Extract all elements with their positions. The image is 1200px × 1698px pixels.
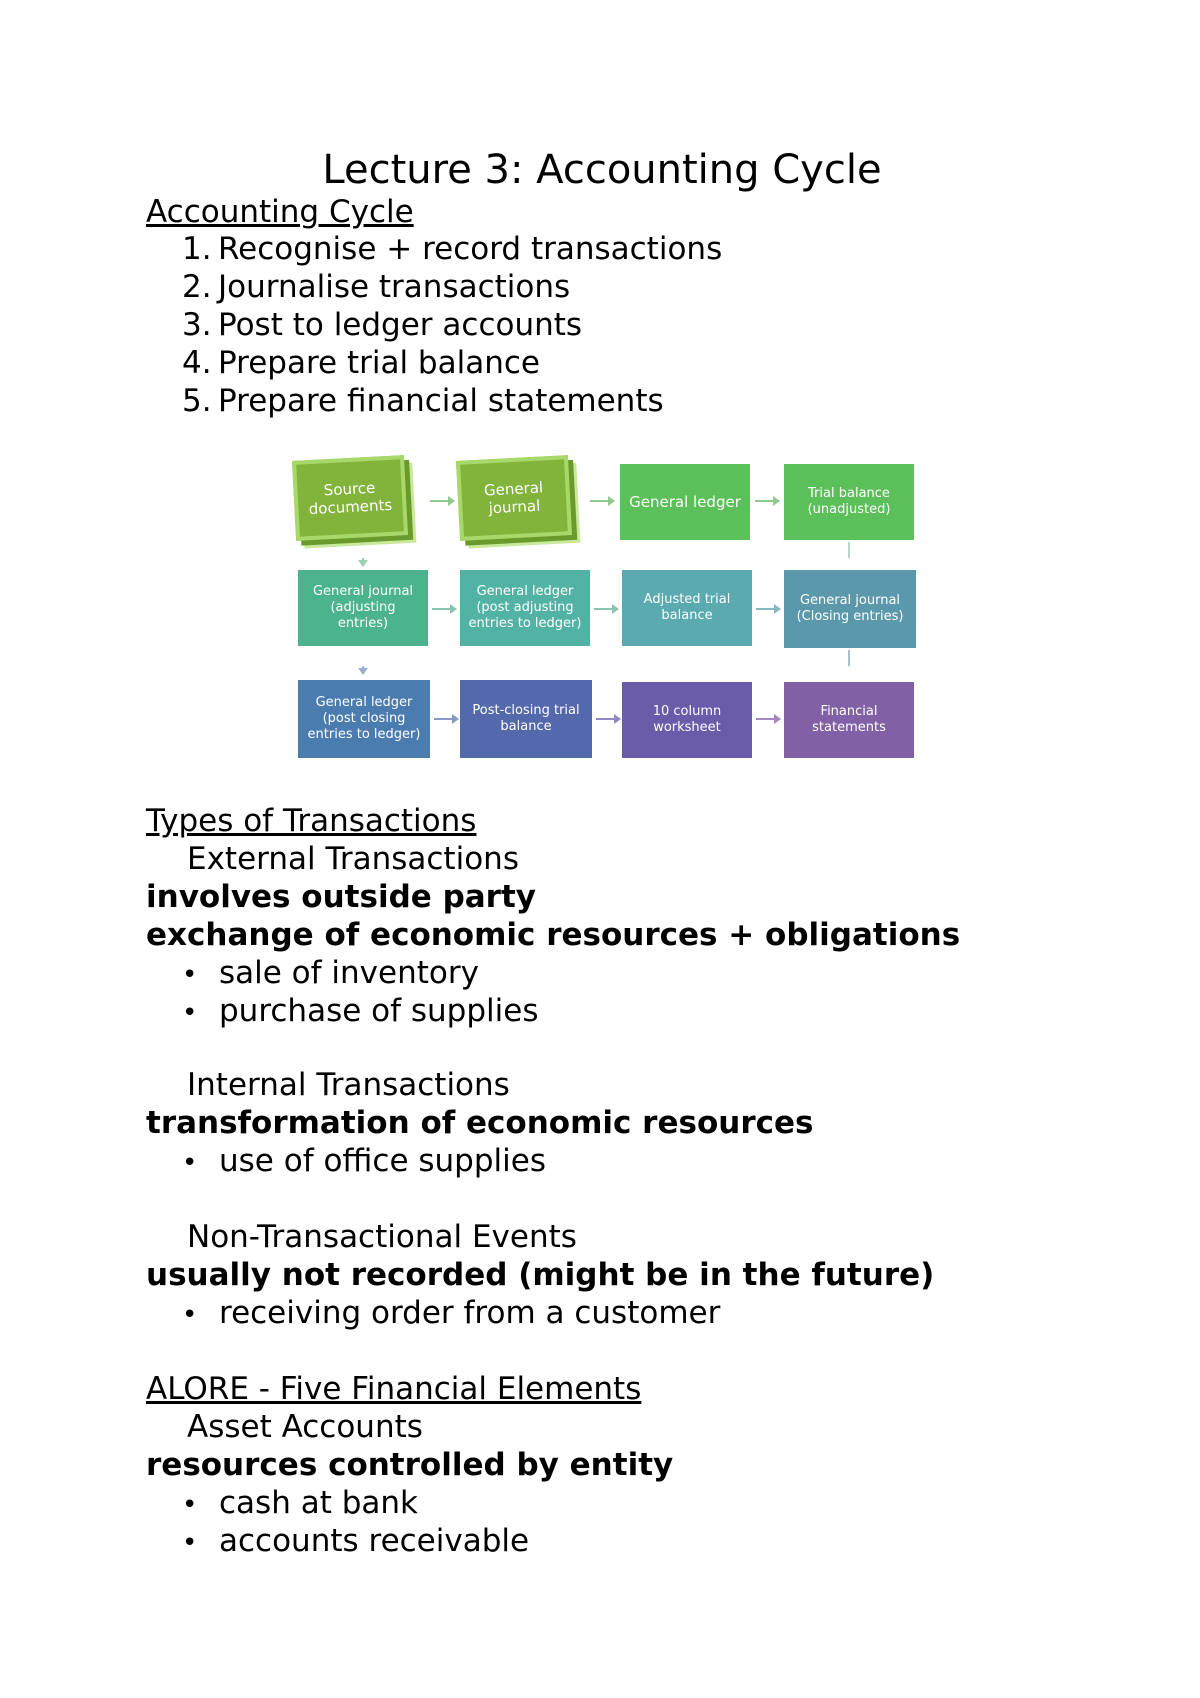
flow-box-general-journal-closing: General journal (Closing entries) [784, 570, 916, 648]
subheading-external: External Transactions [187, 841, 519, 877]
flow-arrow [430, 496, 455, 506]
flow-box-source-documents: Source documents [291, 455, 409, 541]
flow-box-general-journal-adjusting: General journal (adjusting entries) [298, 570, 428, 646]
bullet-item: •sale of inventory [182, 955, 479, 991]
list-item: 1.Recognise + record transactions [182, 231, 723, 267]
definition-text: exchange of economic resources + obligat… [146, 917, 961, 953]
flow-box-10-column-worksheet: 10 column worksheet [622, 682, 752, 758]
bullet-item: •cash at bank [182, 1485, 418, 1521]
definition-text: involves outside party [146, 879, 536, 915]
definition-text: resources controlled by entity [146, 1447, 674, 1483]
section-heading-types: Types of Transactions [146, 803, 477, 839]
bullet-item: •receiving order from a customer [182, 1295, 721, 1331]
list-item: 2.Journalise transactions [182, 269, 571, 305]
flow-arrow [596, 714, 621, 724]
flow-box-general-ledger-post-adjusting: General ledger (post adjusting entries t… [460, 570, 590, 646]
bullet-item: •purchase of supplies [182, 993, 539, 1029]
flow-arrow [594, 604, 619, 614]
subheading-non-transactional: Non-Transactional Events [187, 1219, 577, 1255]
flow-arrow [358, 558, 368, 567]
flow-arrow [434, 714, 459, 724]
flow-box-post-closing-trial-balance: Post-closing trial balance [460, 680, 592, 758]
flow-arrow [432, 604, 457, 614]
list-item: 5.Prepare financial statements [182, 383, 664, 419]
bullet-item: •use of office supplies [182, 1143, 546, 1179]
accounting-cycle-diagram: Source documents General journal General… [290, 452, 920, 772]
subheading-internal: Internal Transactions [187, 1067, 510, 1103]
flow-arrow [755, 496, 780, 506]
flow-box-adjusted-trial-balance: Adjusted trial balance [622, 570, 752, 646]
definition-text: usually not recorded (might be in the fu… [146, 1257, 935, 1293]
flow-box-financial-statements: Financial statements [784, 682, 914, 758]
flow-arrow [590, 496, 615, 506]
flow-box-trial-balance-unadjusted: Trial balance (unadjusted) [784, 464, 914, 540]
section-heading-alore: ALORE - Five Financial Elements [146, 1371, 642, 1407]
list-item: 3.Post to ledger accounts [182, 307, 583, 343]
flow-arrow [756, 714, 781, 724]
flow-connector [848, 542, 850, 558]
flow-connector [848, 650, 850, 666]
bullet-item: •accounts receivable [182, 1523, 530, 1559]
flow-arrow [358, 666, 368, 675]
list-item: 4.Prepare trial balance [182, 345, 540, 381]
definition-text: transformation of economic resources [146, 1105, 814, 1141]
flow-arrow [756, 604, 781, 614]
flow-box-general-ledger-post-closing: General ledger (post closing entries to … [298, 680, 430, 758]
section-heading-accounting-cycle: Accounting Cycle [146, 194, 414, 230]
page-title: Lecture 3: Accounting Cycle [322, 147, 882, 193]
flow-box-general-ledger: General ledger [620, 464, 750, 540]
flow-box-general-journal: General journal [455, 455, 573, 541]
subheading-asset: Asset Accounts [187, 1409, 423, 1445]
